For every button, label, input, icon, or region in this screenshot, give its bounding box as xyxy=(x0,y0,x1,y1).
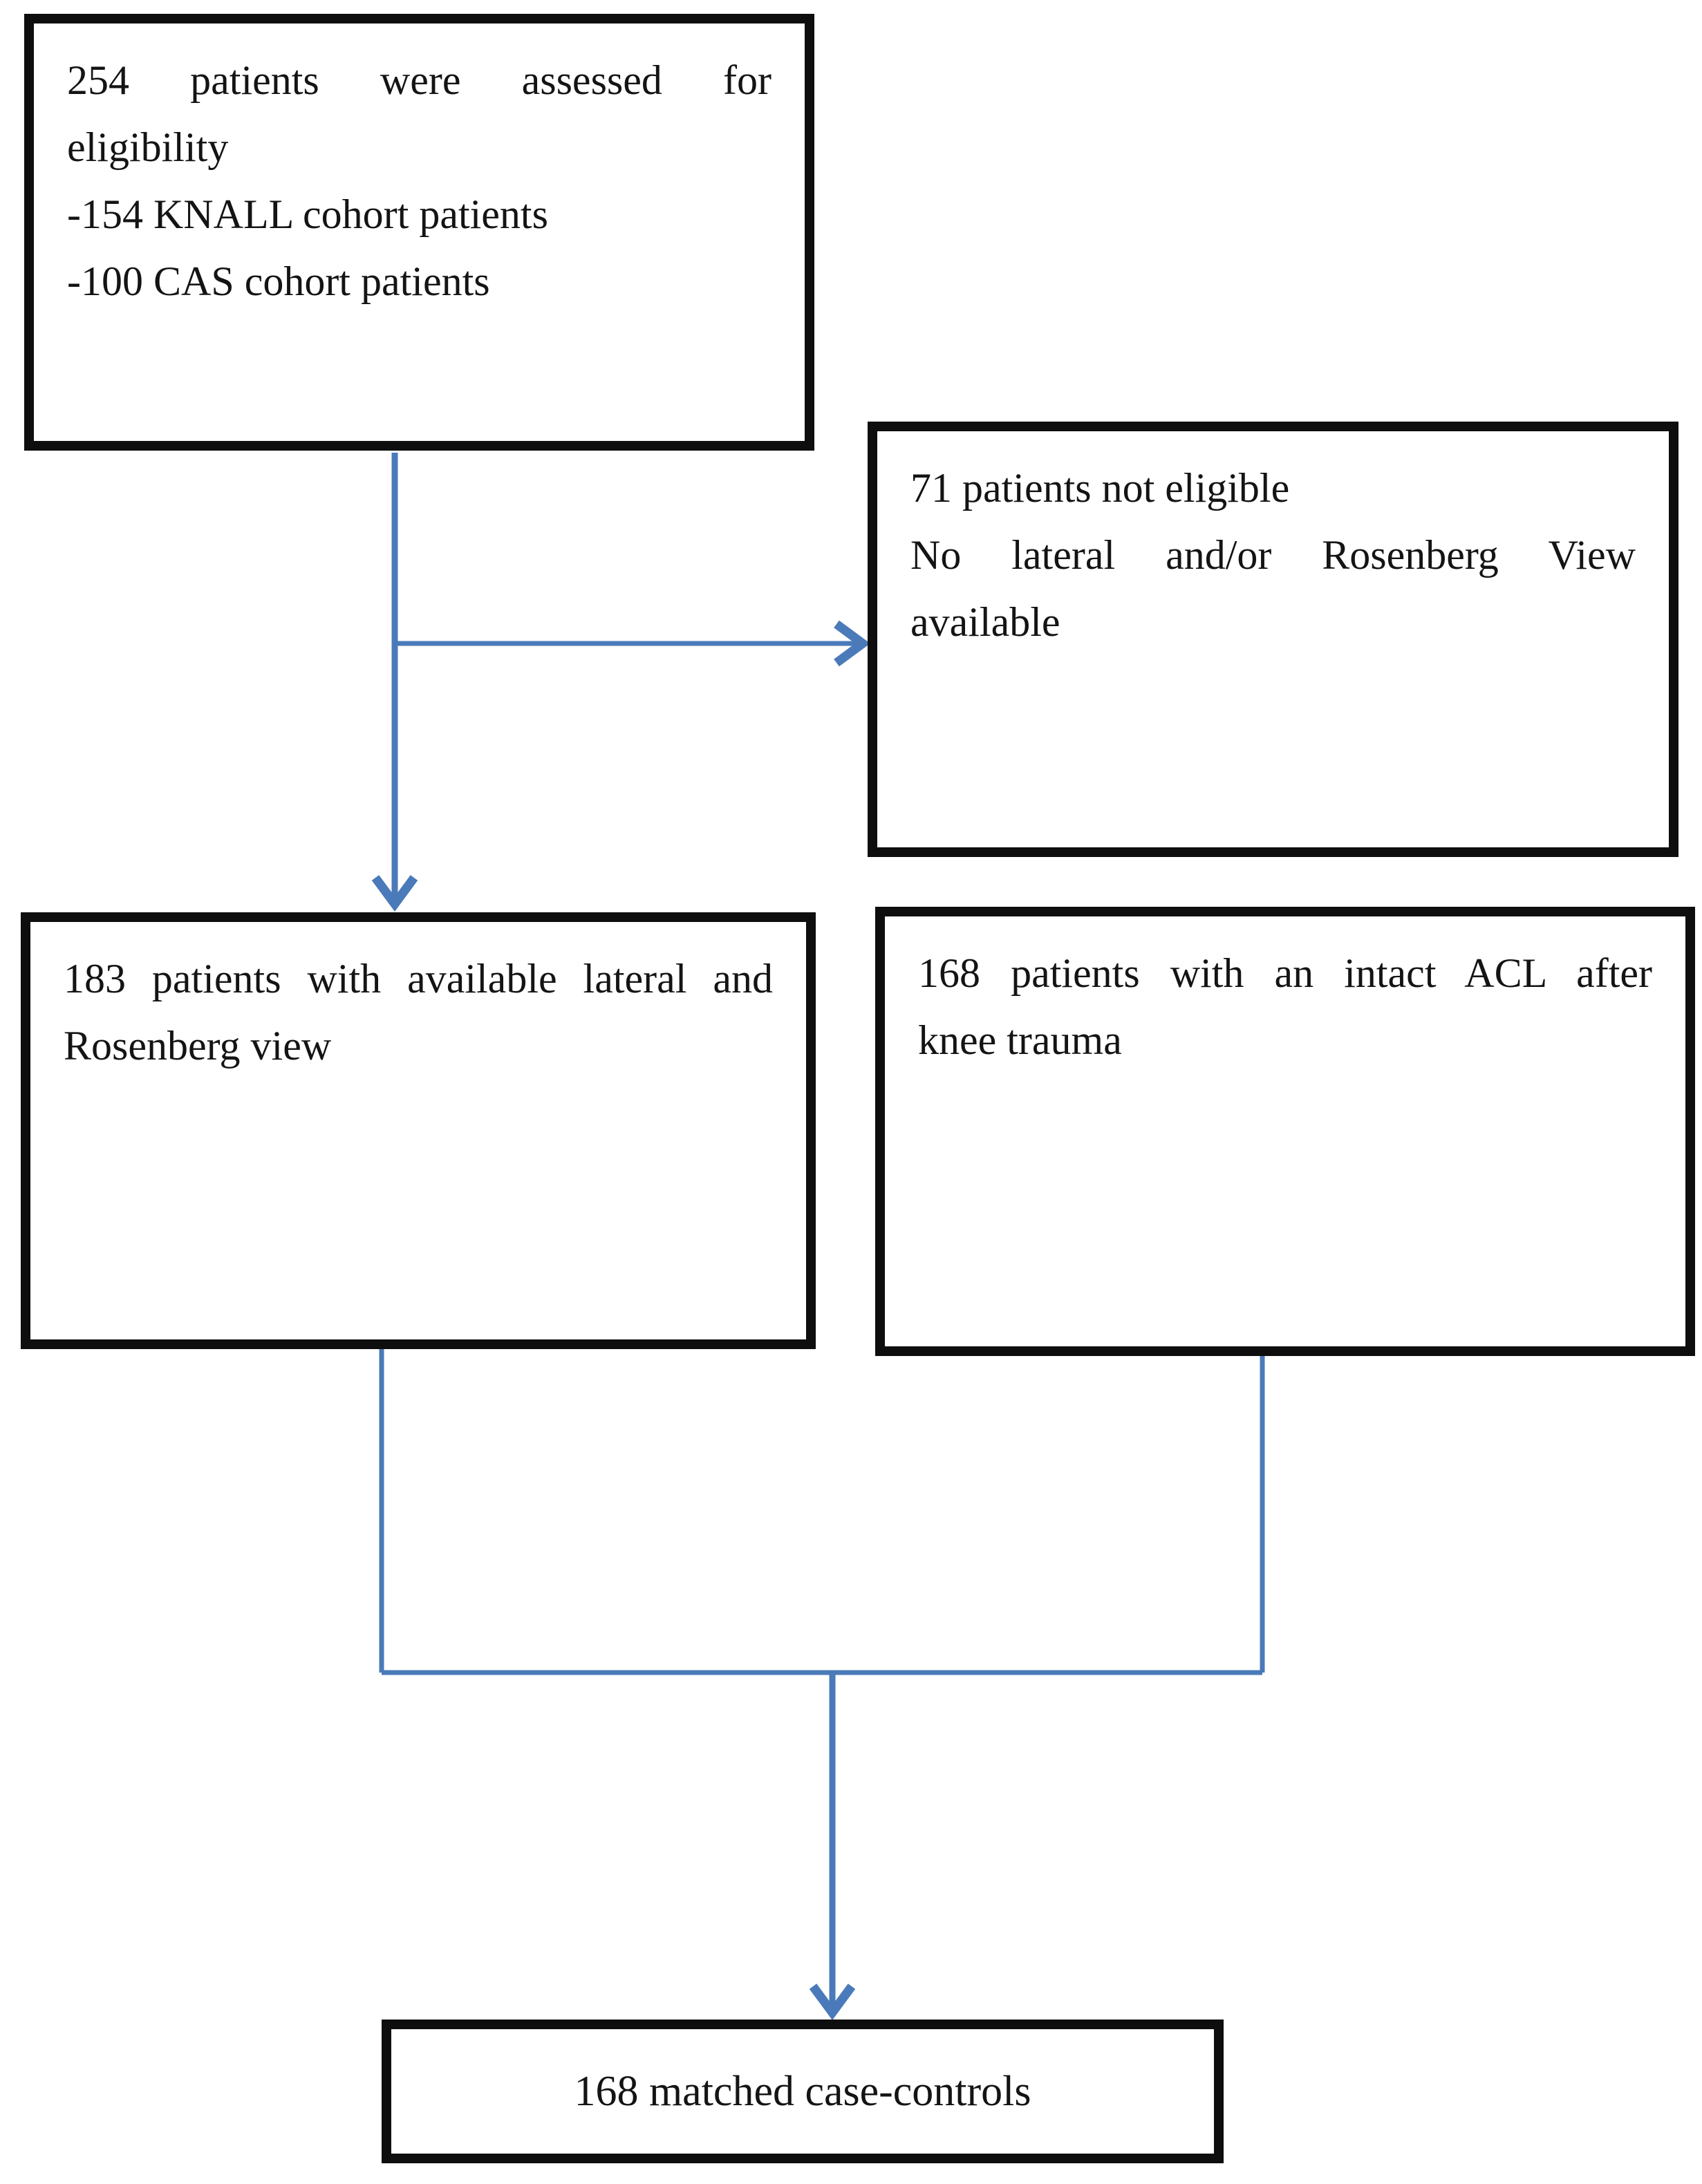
box-text-line: 254 patients were assessed for xyxy=(67,57,771,103)
box-text-line: 168 patients with an intact ACL after xyxy=(918,950,1652,996)
box-text-line: knee trauma xyxy=(918,1017,1122,1063)
box-assessed-for-eligibility: 254 patients were assessed for eligibili… xyxy=(24,14,814,451)
box-text-line: Rosenberg view xyxy=(64,1023,332,1069)
arrow-right-icon xyxy=(834,620,870,667)
box-text-line: 71 patients not eligible xyxy=(910,465,1290,511)
box-text-line: 183 patients with available lateral and xyxy=(64,956,773,1001)
box-text-line: No lateral and/or Rosenberg View xyxy=(910,532,1636,578)
box-lateral-rosenberg-available: 183 patients with available lateral and … xyxy=(21,912,816,1349)
box-matched-case-controls: 168 matched case-controls xyxy=(382,2020,1224,2163)
box-text-line: eligibility xyxy=(67,124,229,170)
box-text-line: -154 KNALL cohort patients xyxy=(67,191,548,237)
box-text-line: -100 CAS cohort patients xyxy=(67,258,490,304)
arrow-down-icon xyxy=(371,875,418,912)
box-not-eligible: 71 patients not eligible No lateral and/… xyxy=(868,422,1678,857)
box-text-line: 168 matched case-controls xyxy=(574,2068,1031,2115)
box-text-line: available xyxy=(910,599,1060,645)
arrow-down-icon xyxy=(809,1984,856,2020)
box-intact-acl: 168 patients with an intact ACL after kn… xyxy=(875,907,1695,1356)
